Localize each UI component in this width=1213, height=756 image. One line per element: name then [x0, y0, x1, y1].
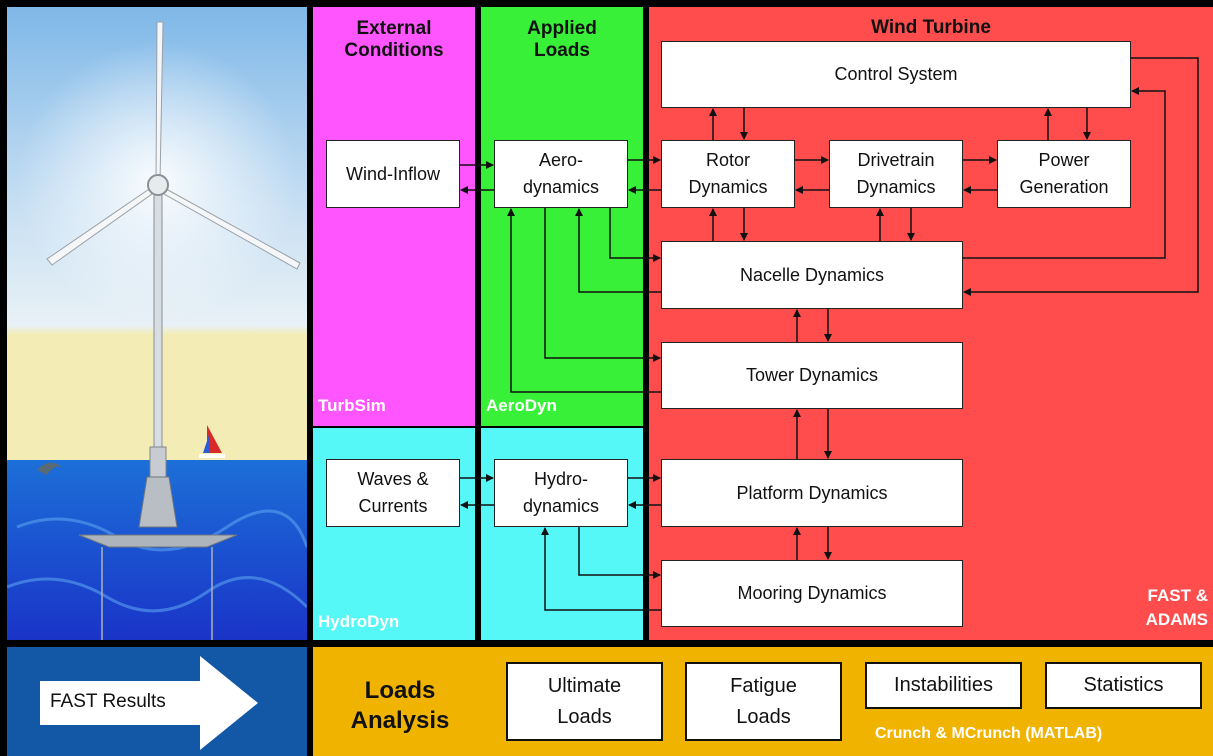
nacelle-dynamics-box: Nacelle Dynamics — [661, 241, 963, 309]
crunch-mcrunch-tag: Crunch & MCrunch (MATLAB) — [875, 725, 1103, 742]
mooring-dynamics-box: Mooring Dynamics — [661, 560, 963, 627]
external-conditions-panel — [313, 7, 475, 426]
drivetrain-dynamics-box: Drivetrain Dynamics — [829, 140, 963, 208]
hydrodyn-tag: HydroDyn — [318, 612, 400, 631]
external-conditions-title: External Conditions — [344, 18, 444, 61]
fast-adams-tag: FAST & ADAMS — [1145, 586, 1208, 629]
hydrodynamics-box: Hydro- dynamics — [494, 459, 628, 527]
wind-turbine-title: Wind Turbine — [871, 17, 991, 38]
turbine-illustration — [7, 7, 307, 640]
statistics-box: Statistics — [1045, 662, 1202, 709]
aerodynamics-box: Aero- dynamics — [494, 140, 628, 208]
applied-loads-panel — [481, 7, 643, 426]
results-label: FAST Results — [50, 691, 166, 712]
applied-loads-title: Applied Loads — [527, 18, 597, 61]
ultimate-loads-box: Ultimate Loads — [506, 662, 663, 741]
tower-dynamics-box: Tower Dynamics — [661, 342, 963, 409]
turbsim-tag: TurbSim — [318, 396, 386, 415]
instabilities-box: Instabilities — [865, 662, 1022, 709]
results-arrow — [40, 656, 260, 751]
power-generation-box: Power Generation — [997, 140, 1131, 208]
control-system-box: Control System — [661, 41, 1131, 108]
aerodyn-tag: AeroDyn — [486, 396, 557, 415]
rotor-dynamics-box: Rotor Dynamics — [661, 140, 795, 208]
platform-dynamics-box: Platform Dynamics — [661, 459, 963, 527]
waves-currents-box: Waves & Currents — [326, 459, 460, 527]
wind-inflow-box: Wind-Inflow — [326, 140, 460, 208]
fatigue-loads-box: Fatigue Loads — [685, 662, 842, 741]
loads-analysis-title: Loads Analysis — [350, 677, 450, 734]
